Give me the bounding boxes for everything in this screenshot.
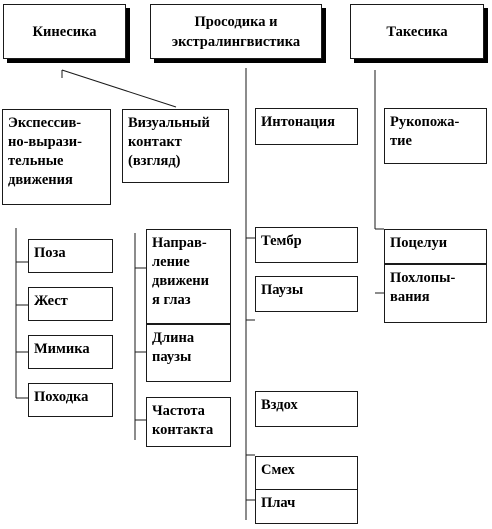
contact-frequency-label: Частота контакта	[152, 403, 214, 438]
box-timbre: Тембр	[255, 227, 358, 263]
header-prosody-label: Просодика и экстралингвистика	[171, 13, 301, 50]
box-sigh: Вздох	[255, 391, 358, 427]
visual-contact-label: Визуальный контакт (взгляд)	[128, 115, 210, 169]
header-kinesics: Кинесика	[3, 4, 126, 59]
sigh-label: Вздох	[261, 397, 298, 413]
handshake-label: Рукопожа- тие	[390, 114, 460, 149]
gaze-direction-label: Направ- ление движени я глаз	[152, 235, 209, 308]
box-kisses: Поцелуи	[384, 229, 487, 264]
box-crying: Плач	[255, 489, 358, 524]
header-kinesics-label: Кинесика	[32, 23, 97, 40]
mimicry-label: Мимика	[34, 341, 90, 357]
intonation-label: Интонация	[261, 114, 335, 130]
box-gaze-direction: Направ- ление движени я глаз	[146, 229, 231, 324]
pause-length-label: Длина паузы	[152, 330, 195, 365]
box-contact-frequency: Частота контакта	[146, 397, 231, 447]
timbre-label: Тембр	[261, 233, 302, 249]
box-visual-contact: Визуальный контакт (взгляд)	[122, 109, 229, 183]
expressive-movements-label: Экспессив- но-вырази- тельные движения	[8, 115, 82, 188]
connector-kinesics-diagonal	[61, 69, 177, 108]
kisses-label: Поцелуи	[390, 235, 448, 251]
box-gait: Походка	[28, 383, 113, 417]
crying-label: Плач	[261, 495, 296, 511]
pauses-label: Паузы	[261, 282, 304, 298]
box-pats: Похлопы- вания	[384, 264, 487, 323]
box-intonation: Интонация	[255, 108, 358, 145]
box-laughter: Смех	[255, 456, 358, 490]
box-mimicry: Мимика	[28, 335, 113, 369]
header-takesics-label: Такесика	[386, 23, 448, 40]
box-pause-length: Длина паузы	[146, 324, 231, 382]
box-handshake: Рукопожа- тие	[384, 108, 487, 164]
box-expressive-movements: Экспессив- но-вырази- тельные движения	[2, 109, 111, 205]
box-pauses: Паузы	[255, 276, 358, 312]
pats-label: Похлопы- вания	[390, 270, 456, 305]
gait-label: Походка	[34, 389, 89, 405]
gesture-label: Жест	[34, 293, 68, 309]
box-gesture: Жест	[28, 287, 113, 321]
box-pose: Поза	[28, 239, 113, 273]
header-takesics: Такесика	[350, 4, 484, 59]
header-prosody: Просодика и экстралингвистика	[150, 4, 322, 59]
pose-label: Поза	[34, 245, 66, 261]
laughter-label: Смех	[261, 462, 295, 478]
